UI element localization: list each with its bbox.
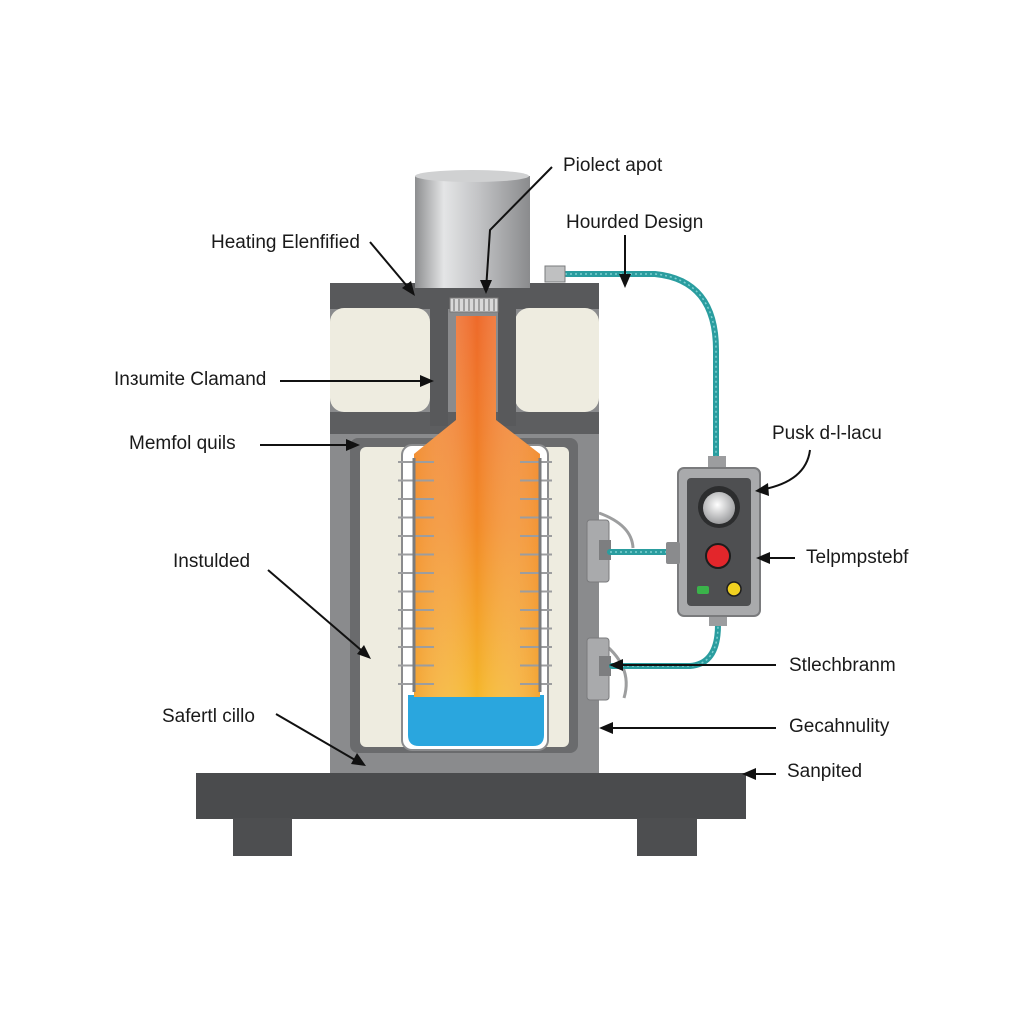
upper-insulation-left bbox=[330, 308, 430, 412]
leader-lines bbox=[260, 166, 811, 775]
leader-piolect-apot bbox=[485, 166, 553, 291]
heating-coils-left bbox=[398, 461, 434, 685]
leader-instulded bbox=[267, 569, 369, 657]
leader-arrowheads bbox=[346, 274, 770, 780]
label-telpmpstebf: Telpmpstebf bbox=[806, 547, 909, 568]
leader-safertl-cillo bbox=[275, 713, 363, 765]
upper-core-right-wall bbox=[498, 286, 516, 426]
label-heating-elenfified: Heating Elenfified bbox=[211, 232, 360, 253]
upper-core-left-wall bbox=[430, 286, 448, 426]
base-foot-left bbox=[233, 818, 292, 856]
leader-heating-elenfified bbox=[369, 241, 413, 293]
upper-insulation-right bbox=[515, 308, 599, 412]
green-led bbox=[697, 586, 709, 594]
label-gecahnulity: Gecahnulity bbox=[789, 716, 890, 737]
side-connector-upper bbox=[586, 511, 635, 583]
label-instulded: Instulded bbox=[173, 551, 251, 572]
control-side-port bbox=[666, 542, 680, 564]
yellow-button[interactable] bbox=[726, 581, 742, 597]
control-dial-face bbox=[703, 492, 735, 524]
label-hourded-design: Hourded Design bbox=[566, 212, 704, 233]
pipe-texture bbox=[560, 273, 719, 667]
base-foot-right bbox=[637, 818, 697, 856]
pipe-bottom bbox=[609, 622, 721, 669]
label-sanpited: Sanpited bbox=[787, 761, 863, 782]
label-piolect-apot: Piolect apot bbox=[563, 155, 663, 176]
red-button[interactable] bbox=[705, 543, 731, 569]
pipe-inlet-fitting bbox=[544, 265, 566, 283]
label-pusk-dlacu: Pusk d-l-lacu bbox=[772, 423, 882, 444]
label-insumite-clamand: Inзumite Clamand bbox=[114, 369, 267, 390]
heating-coils-right bbox=[520, 461, 552, 685]
base-platform bbox=[196, 773, 746, 819]
core-grid-lines bbox=[453, 299, 495, 311]
label-safertl-cillo: Safertl cillo bbox=[162, 706, 255, 727]
label-memfol-quils: Memfol quils bbox=[129, 433, 236, 454]
top-cylinder bbox=[415, 176, 530, 288]
heating-rails bbox=[412, 458, 542, 692]
label-stlechbranm: Stlechbranm bbox=[789, 655, 896, 676]
top-cylinder-cap bbox=[415, 170, 529, 182]
heat-glow bbox=[414, 316, 540, 697]
pipe-control-fitting-top bbox=[708, 456, 726, 470]
water-pool bbox=[408, 695, 544, 746]
